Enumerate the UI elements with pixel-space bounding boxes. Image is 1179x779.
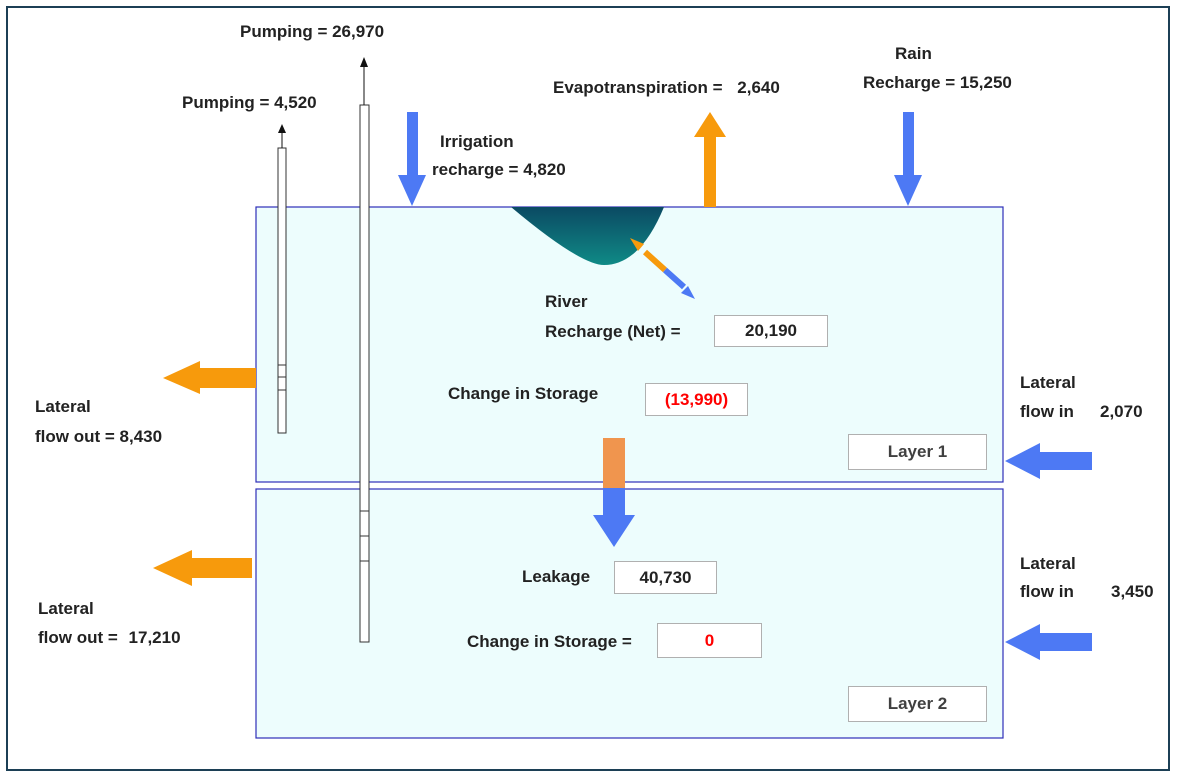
layer-2-flow-out-line2: flow out = 17,210 xyxy=(38,628,181,647)
river-label-line2: Recharge (Net) = xyxy=(545,322,681,341)
well-1-casing xyxy=(277,147,287,434)
well-2-pumping-arrow xyxy=(360,57,368,105)
layer-1-storage-label: Change in Storage xyxy=(448,384,599,403)
layer-1-lateral-in-arrow xyxy=(1005,443,1092,479)
layer-2-storage-value: 0 xyxy=(657,623,762,658)
layer-1-lateral-out-arrow xyxy=(163,361,256,394)
river-channel xyxy=(511,207,664,265)
layer-1-storage-value: (13,990) xyxy=(645,383,748,416)
rain-recharge-arrow xyxy=(894,112,922,206)
irrigation-arrow xyxy=(398,112,426,206)
leakage-label: Leakage xyxy=(522,567,591,586)
leakage-arrow xyxy=(593,438,635,547)
river-recharge-value: 20,190 xyxy=(714,315,828,347)
layer-2-flow-in-line2: flow in xyxy=(1020,582,1074,601)
layer-1-flow-in-value: 2,070 xyxy=(1100,402,1143,421)
well-1-pumping-label: Pumping = 4,520 xyxy=(182,93,317,112)
layer-2-lateral-out-arrow xyxy=(153,550,252,586)
well-2-casing xyxy=(359,104,370,643)
layer-1-flow-in-line1: Lateral xyxy=(1020,373,1076,392)
layer-2-storage-label: Change in Storage = xyxy=(467,632,632,651)
layer-1-flow-out-line1: Lateral xyxy=(35,397,91,416)
layer-2-lateral-in-arrow xyxy=(1005,624,1092,660)
rain-label-line1: Rain xyxy=(895,44,932,63)
evapotranspiration-arrow xyxy=(694,112,726,207)
irrigation-label-line2: recharge = 4,820 xyxy=(432,160,566,179)
layer-2-name: Layer 2 xyxy=(848,686,987,722)
well-2-pumping-label: Pumping = 26,970 xyxy=(240,22,385,41)
layer-1-flow-in-line2: flow in xyxy=(1020,402,1074,421)
river-label-line1: River xyxy=(545,292,588,311)
evapotranspiration-label: Evapotranspiration = 2,640 xyxy=(553,78,780,97)
river-exchange-arrow xyxy=(630,238,695,299)
rain-label-line2: Recharge = 15,250 xyxy=(863,73,1012,92)
layer-1-flow-out-line2: flow out = 8,430 xyxy=(35,427,163,446)
layer-2-flow-in-value: 3,450 xyxy=(1111,582,1154,601)
well-1-pumping-arrow xyxy=(278,124,286,148)
irrigation-label-line1: Irrigation xyxy=(440,132,514,151)
layer-2-flow-out-line1: Lateral xyxy=(38,599,94,618)
layer-1-name: Layer 1 xyxy=(848,434,987,470)
layer-2-flow-in-line1: Lateral xyxy=(1020,554,1076,573)
leakage-value: 40,730 xyxy=(614,561,717,594)
